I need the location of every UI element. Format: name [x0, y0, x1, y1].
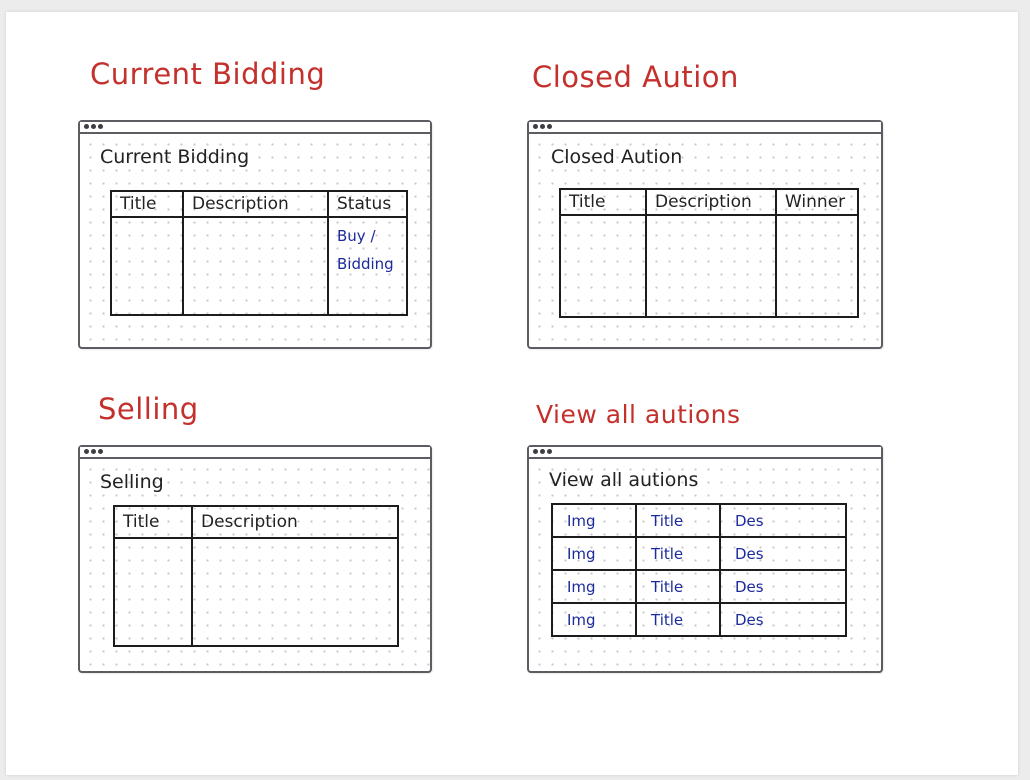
column-header-status: Status: [327, 190, 408, 218]
closed-aution-table: Title Description Winner: [559, 188, 859, 318]
window-titlebar: [529, 122, 881, 134]
window-titlebar: [529, 447, 881, 459]
table-cell: [559, 215, 647, 317]
closed-aution-wireframe: Closed Aution Title Description Winner: [527, 120, 883, 349]
title-cell: Title: [635, 536, 721, 571]
view-all-autions-wireframe: View all autions Img Title Des Img Title…: [527, 445, 883, 673]
table-row: Img Title Des: [551, 503, 847, 538]
current-bidding-table: Title Description Status Buy / Bidding: [110, 190, 408, 316]
view-all-autions-heading: View all autions: [549, 469, 699, 491]
column-header-description: Description: [645, 188, 777, 216]
des-cell: Des: [719, 536, 847, 571]
status-note-line: Bidding: [337, 255, 394, 273]
selling-heading: Selling: [100, 471, 164, 493]
column-header-winner: Winner: [775, 188, 859, 216]
table-cell: [645, 215, 777, 317]
window-dots-icon: [533, 124, 552, 129]
column-header-title: Title: [110, 190, 184, 218]
status-note-line: Buy /: [337, 227, 376, 245]
current-bidding-section-title: Current Bidding: [90, 57, 326, 91]
closed-aution-heading: Closed Aution: [551, 146, 683, 168]
current-bidding-wireframe: Current Bidding Title Description Status…: [78, 120, 432, 349]
window-dots-icon: [533, 449, 552, 454]
table-cell: [110, 217, 184, 315]
window-titlebar: [80, 447, 430, 459]
img-cell: Img: [551, 536, 637, 571]
column-header-title: Title: [113, 505, 193, 539]
view-all-autions-section-title: View all autions: [536, 400, 741, 429]
table-row: Img Title Des: [551, 536, 847, 571]
title-cell: Title: [635, 602, 721, 637]
table-cell: [182, 217, 329, 315]
autions-grid-table: Img Title Des Img Title Des Img Title De…: [551, 503, 847, 637]
column-header-description: Description: [191, 505, 399, 539]
title-cell: Title: [635, 503, 721, 538]
table-cell: [191, 538, 399, 646]
des-cell: Des: [719, 503, 847, 538]
closed-aution-section-title: Closed Aution: [532, 60, 739, 94]
table-row: Img Title Des: [551, 602, 847, 637]
selling-table: Title Description: [113, 505, 399, 647]
window-dots-icon: [84, 124, 103, 129]
status-note-cell: Buy / Bidding: [327, 217, 408, 315]
column-header-description: Description: [182, 190, 329, 218]
table-cell: [775, 215, 859, 317]
table-cell: [113, 538, 193, 646]
img-cell: Img: [551, 602, 637, 637]
title-cell: Title: [635, 569, 721, 604]
img-cell: Img: [551, 569, 637, 604]
window-titlebar: [80, 122, 430, 134]
selling-section-title: Selling: [98, 392, 199, 426]
column-header-title: Title: [559, 188, 647, 216]
table-row: Img Title Des: [551, 569, 847, 604]
current-bidding-heading: Current Bidding: [100, 146, 250, 168]
whiteboard-canvas: Current Bidding Current Bidding Title De…: [6, 12, 1018, 775]
selling-wireframe: Selling Title Description: [78, 445, 432, 673]
img-cell: Img: [551, 503, 637, 538]
des-cell: Des: [719, 569, 847, 604]
window-dots-icon: [84, 449, 103, 454]
des-cell: Des: [719, 602, 847, 637]
